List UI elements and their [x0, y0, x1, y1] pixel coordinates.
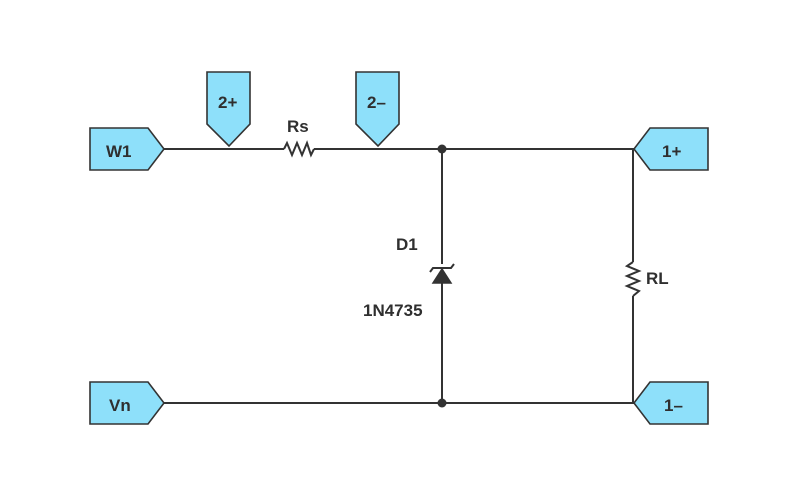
- diode-part-number-label: 1N4735: [363, 301, 423, 320]
- connector-1-minus: 1–: [632, 381, 709, 425]
- load-resistor-icon: [624, 261, 642, 297]
- series-resistor-label: Rs: [287, 117, 309, 136]
- connector-vn: Vn: [89, 381, 166, 425]
- connector-2-minus-label: 2–: [367, 93, 386, 112]
- connector-w1-label: W1: [106, 142, 132, 161]
- connector-1-plus-label: 1+: [662, 142, 681, 161]
- junction-bottom: [437, 398, 447, 408]
- load-resistor-label: RL: [646, 269, 669, 288]
- zener-diode-icon: [429, 263, 455, 284]
- resistor-icon: [283, 140, 315, 158]
- connector-w1: W1: [89, 127, 166, 171]
- connector-vn-label: Vn: [109, 396, 131, 415]
- connector-2-plus: 2+: [206, 71, 251, 148]
- connector-2-plus-label: 2+: [218, 93, 237, 112]
- connector-1-minus-label: 1–: [664, 396, 683, 415]
- diode-designator-label: D1: [396, 235, 418, 254]
- wires: [164, 148, 634, 404]
- connector-1-plus: 1+: [632, 127, 709, 171]
- connector-2-minus: 2–: [355, 71, 400, 148]
- junction-top: [437, 144, 447, 154]
